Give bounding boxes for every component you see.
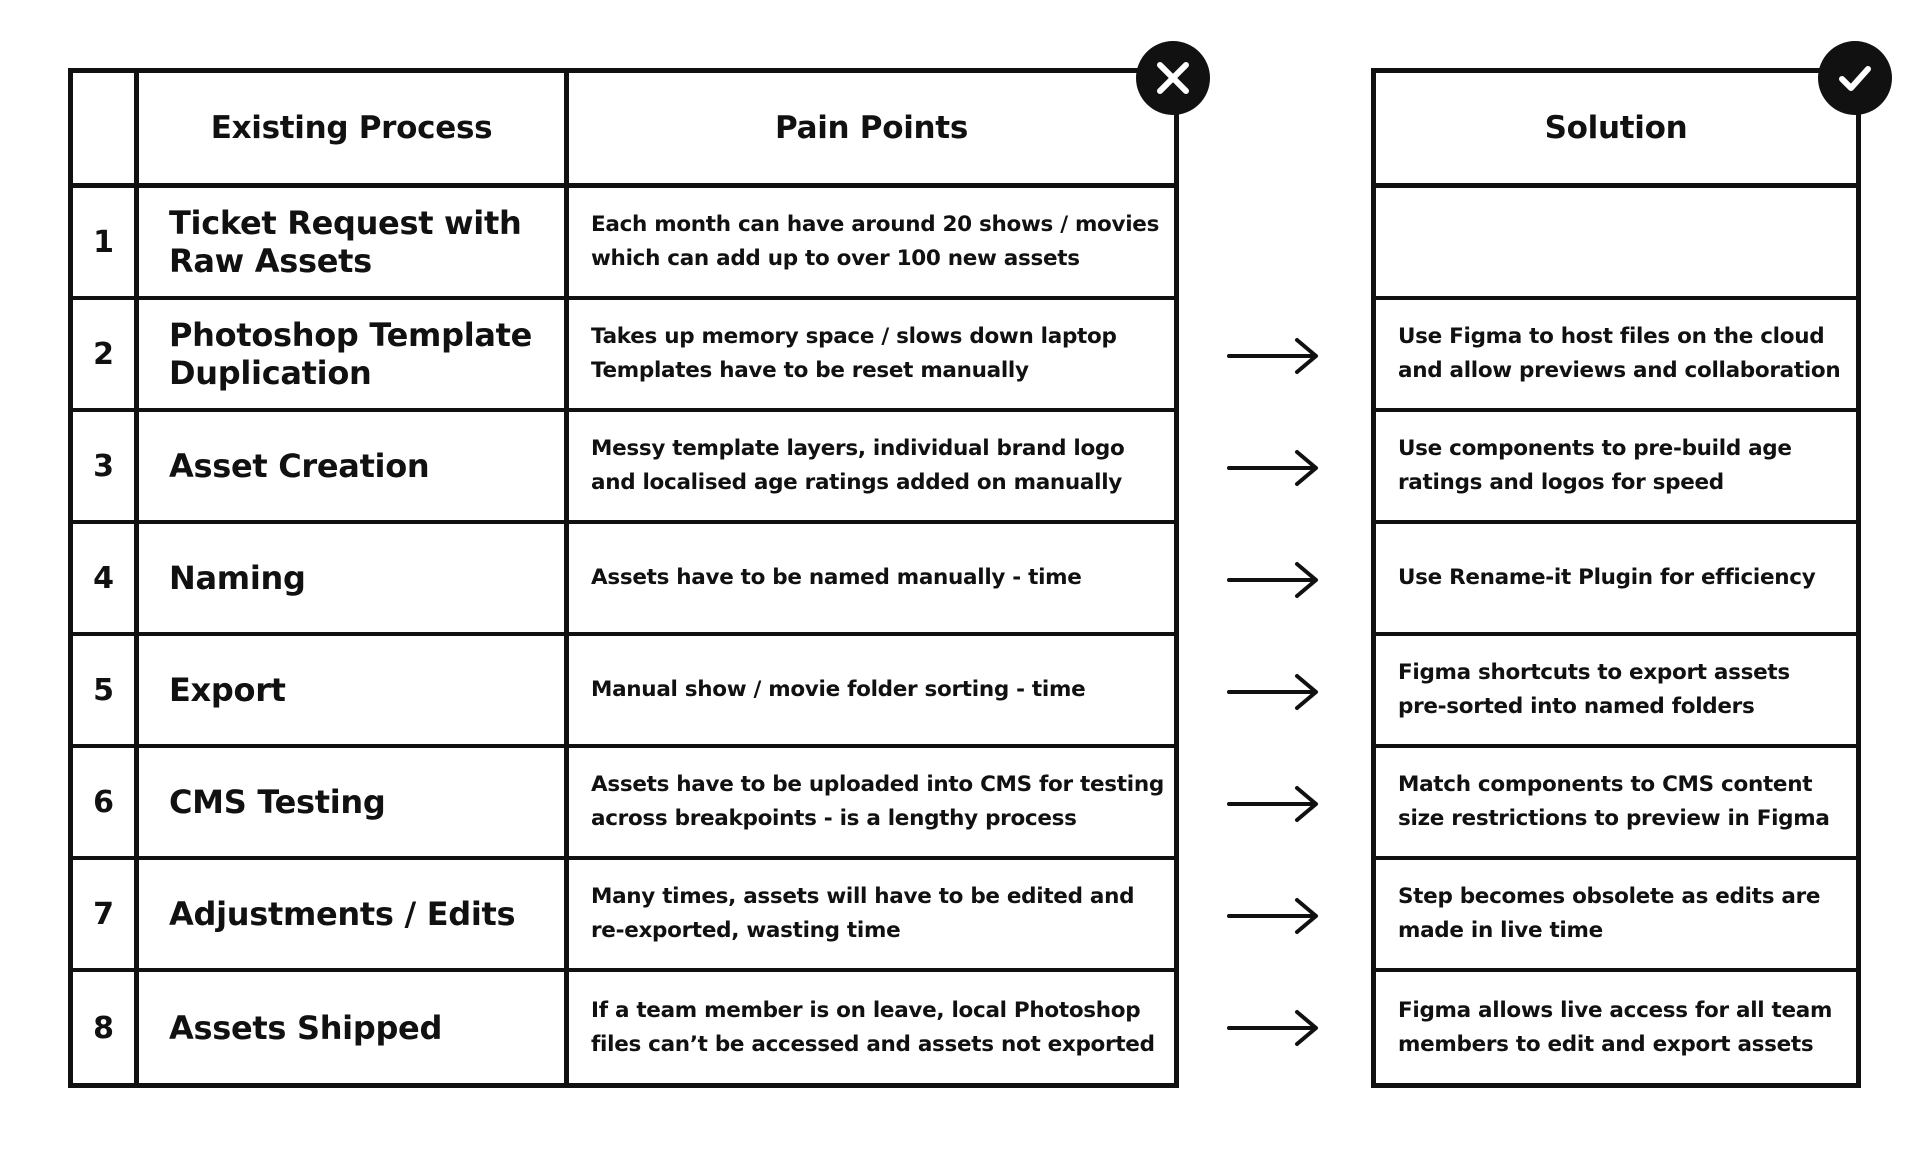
right-arrow-icon: [1227, 448, 1321, 488]
solution-row: Use Rename-it Plugin for efficiency: [1376, 524, 1856, 636]
solution-cell: Figma shortcuts to export assets pre-sor…: [1376, 636, 1856, 744]
existing-process-row: 1 Ticket Request with Raw Assets Each mont…: [73, 188, 1174, 300]
solution-cell: Use Figma to host files on the cloud and…: [1376, 300, 1856, 408]
existing-process-header: Existing Process: [210, 110, 493, 146]
step-number: 1: [93, 224, 114, 260]
pain-point-cell: Each month can have around 20 shows / mo…: [569, 188, 1174, 296]
step-number-cell: 8: [73, 972, 139, 1084]
solution-cell: Use components to pre-build age ratings …: [1376, 412, 1856, 520]
solution-row: [1376, 188, 1856, 300]
step-number-cell: 7: [73, 860, 139, 968]
right-arrow-icon: [1227, 560, 1321, 600]
solution-row: Figma shortcuts to export assets pre-sor…: [1376, 636, 1856, 748]
pain-point-cell: Manual show / movie folder sorting - tim…: [569, 636, 1174, 744]
step-number: 8: [93, 1010, 114, 1046]
step-number: 7: [93, 896, 114, 932]
step-number: 2: [93, 336, 114, 372]
process-cell: Export: [139, 636, 569, 744]
solution-row: Figma allows live access for all team me…: [1376, 972, 1856, 1084]
solution-row: Step becomes obsolete as edits are made …: [1376, 860, 1856, 972]
right-arrow-icon: [1227, 1008, 1321, 1048]
existing-process-row: 5 Export Manual show / movie folder sortin…: [73, 636, 1174, 748]
pain-points-header: Pain Points: [775, 110, 968, 146]
pain-point-cell: Assets have to be named manually - time: [569, 524, 1174, 632]
process-step-name: Ticket Request with Raw Assets: [169, 204, 522, 280]
existing-process-row: 6 CMS Testing Assets have to be uploaded i…: [73, 748, 1174, 860]
pain-point-text: Assets have to be named manually - time: [591, 565, 1082, 590]
solution-row: Match components to CMS content size res…: [1376, 748, 1856, 860]
process-step-name: CMS Testing: [169, 783, 386, 821]
solution-header: Solution: [1544, 110, 1688, 146]
solution-text: Step becomes obsolete as edits are made …: [1398, 884, 1821, 943]
step-number-cell: 3: [73, 412, 139, 520]
solution-cell: [1376, 188, 1856, 296]
solution-text: Figma allows live access for all team me…: [1398, 998, 1833, 1057]
process-step-name: Export: [169, 671, 286, 709]
existing-process-row: 7 Adjustments / Edits Many times, assets w…: [73, 860, 1174, 972]
pain-point-text: Messy template layers, individual brand …: [591, 436, 1125, 495]
process-header-cell: Existing Process: [139, 73, 569, 183]
pain-point-text: If a team member is on leave, local Phot…: [591, 998, 1155, 1057]
solution-cell: Match components to CMS content size res…: [1376, 748, 1856, 856]
checkmark-icon: [1818, 41, 1892, 115]
solution-text: Figma shortcuts to export assets pre-sor…: [1398, 660, 1790, 719]
solution-text: Match components to CMS content size res…: [1398, 772, 1830, 831]
pain-point-text: Many times, assets will have to be edite…: [591, 884, 1135, 943]
step-number-cell: 1: [73, 188, 139, 296]
solution-text: Use Figma to host files on the cloud and…: [1398, 324, 1841, 383]
step-number: 3: [93, 448, 114, 484]
process-cell: Ticket Request with Raw Assets: [139, 188, 569, 296]
step-number-cell: 6: [73, 748, 139, 856]
step-number-cell: 4: [73, 524, 139, 632]
step-number: 4: [93, 560, 114, 596]
solution-header-cell: Solution: [1376, 73, 1856, 183]
pain-point-cell: Assets have to be uploaded into CMS for …: [569, 748, 1174, 856]
process-cell: Adjustments / Edits: [139, 860, 569, 968]
process-cell: CMS Testing: [139, 748, 569, 856]
pain-point-cell: Many times, assets will have to be edite…: [569, 860, 1174, 968]
pain-points-header-cell: Pain Points: [569, 73, 1174, 183]
pain-point-text: Each month can have around 20 shows / mo…: [591, 212, 1160, 271]
step-number-cell: 2: [73, 300, 139, 408]
solution-text: Use Rename-it Plugin for efficiency: [1398, 565, 1816, 590]
step-number: 5: [93, 672, 114, 708]
right-arrow-icon: [1227, 784, 1321, 824]
pain-point-text: Assets have to be uploaded into CMS for …: [591, 772, 1164, 831]
process-cell: Asset Creation: [139, 412, 569, 520]
existing-process-row: 3 Asset Creation Messy template layers, in…: [73, 412, 1174, 524]
pain-point-text: Manual show / movie folder sorting - tim…: [591, 677, 1086, 702]
process-cell: Naming: [139, 524, 569, 632]
solution-text: Use components to pre-build age ratings …: [1398, 436, 1792, 495]
solution-cell: Step becomes obsolete as edits are made …: [1376, 860, 1856, 968]
number-header-cell: [73, 73, 139, 183]
process-cell: Photoshop Template Duplication: [139, 300, 569, 408]
existing-process-row: 4 Naming Assets have to be named manually …: [73, 524, 1174, 636]
existing-process-row: 8 Assets Shipped If a team member is on le…: [73, 972, 1174, 1084]
existing-process-row: 2 Photoshop Template Duplication Takes up …: [73, 300, 1174, 412]
process-step-name: Naming: [169, 559, 306, 597]
process-step-name: Photoshop Template Duplication: [169, 316, 533, 392]
step-number-cell: 5: [73, 636, 139, 744]
close-icon: [1136, 41, 1210, 115]
process-step-name: Adjustments / Edits: [169, 895, 516, 933]
solution-row: Use Figma to host files on the cloud and…: [1376, 300, 1856, 412]
existing-table-header-row: Existing Process Pain Points: [73, 73, 1174, 188]
step-number: 6: [93, 784, 114, 820]
solution-table: Solution Use Figma to host files on the …: [1371, 68, 1861, 1088]
existing-process-table: Existing Process Pain Points 1 Ticket Req…: [68, 68, 1179, 1088]
pain-point-text: Takes up memory space / slows down lapto…: [591, 324, 1117, 383]
solution-cell: Use Rename-it Plugin for efficiency: [1376, 524, 1856, 632]
pain-point-cell: Takes up memory space / slows down lapto…: [569, 300, 1174, 408]
solution-table-header-row: Solution: [1376, 73, 1856, 188]
right-arrow-icon: [1227, 896, 1321, 936]
right-arrow-icon: [1227, 672, 1321, 712]
solution-cell: Figma allows live access for all team me…: [1376, 972, 1856, 1084]
right-arrow-icon: [1227, 336, 1321, 376]
process-step-name: Assets Shipped: [169, 1009, 443, 1047]
process-cell: Assets Shipped: [139, 972, 569, 1084]
solution-row: Use components to pre-build age ratings …: [1376, 412, 1856, 524]
pain-point-cell: If a team member is on leave, local Phot…: [569, 972, 1174, 1084]
pain-point-cell: Messy template layers, individual brand …: [569, 412, 1174, 520]
process-step-name: Asset Creation: [169, 447, 430, 485]
